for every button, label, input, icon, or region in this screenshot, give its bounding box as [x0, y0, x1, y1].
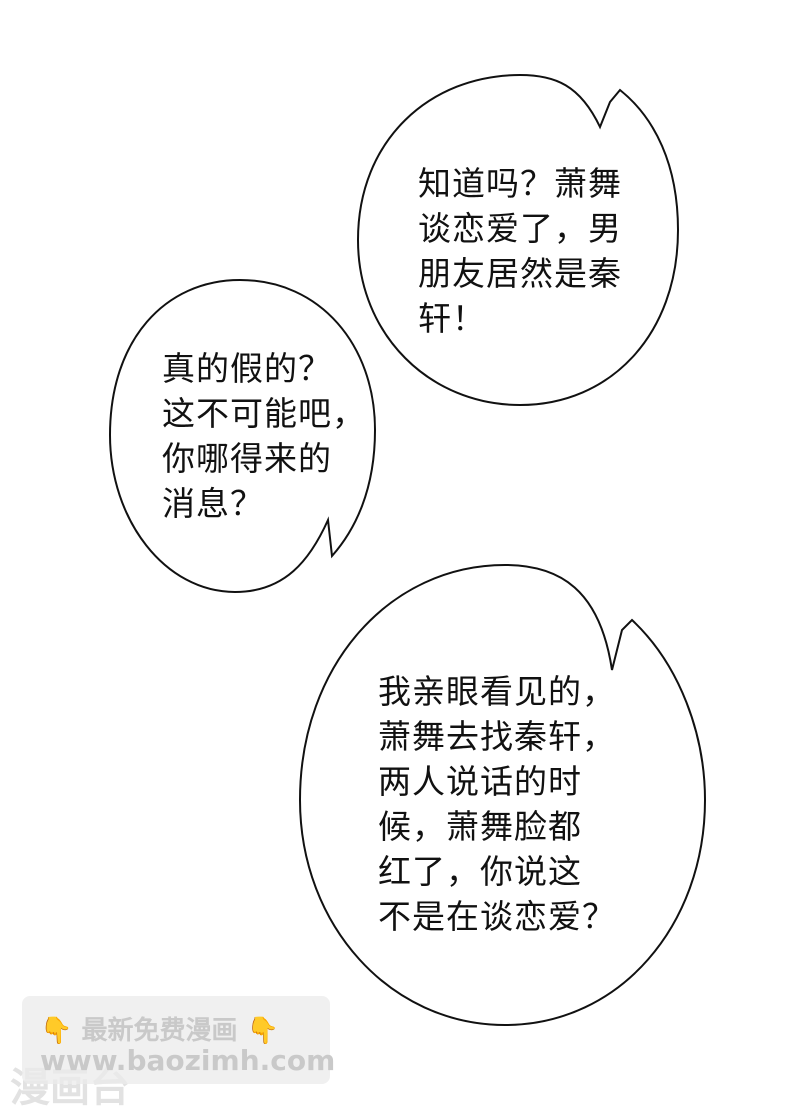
- bubble-3-line: 红了，你说这: [378, 852, 582, 891]
- bubble-1-text: 知道吗？萧舞 谈恋爱了，男 朋友居然是秦 轩！: [418, 161, 622, 341]
- bubble-3-line: 候，萧舞脸都: [378, 807, 582, 846]
- bubble-1-line: 知道吗？萧舞: [418, 164, 622, 203]
- bubble-3-line: 萧舞去找秦轩，: [378, 717, 616, 756]
- bubble-2-line: 这不可能吧，: [162, 394, 366, 433]
- watermark-url: www.baozimh.com: [40, 1044, 336, 1077]
- bubble-2-line: 消息？: [162, 484, 264, 523]
- watermark-promo: 👇 最新免费漫画 👇: [40, 1010, 279, 1047]
- bubble-3-text: 我亲眼看见的， 萧舞去找秦轩， 两人说话的时 候，萧舞脸都 红了，你说这 不是在…: [378, 669, 616, 939]
- bubble-1-line: 朋友居然是秦: [418, 254, 622, 293]
- watermark-badge: 👇 最新免费漫画 👇 www.baozimh.com: [22, 996, 335, 1084]
- watermark-promo-text: 最新免费漫画: [81, 1016, 238, 1046]
- bubble-2-line: 真的假的？: [162, 349, 332, 388]
- pointing-down-hand-icon: 👇: [246, 1016, 279, 1046]
- pointing-down-hand-icon: 👇: [40, 1016, 73, 1046]
- speech-bubble-2: [108, 278, 377, 594]
- bubble-3-line: 两人说话的时: [378, 762, 582, 801]
- bubble-3-line: 我亲眼看见的，: [378, 672, 616, 711]
- bubble-1-line: 轩！: [418, 299, 486, 338]
- bubble-2-line: 你哪得来的: [162, 439, 332, 478]
- bubble-1-line: 谈恋爱了，男: [418, 209, 622, 248]
- speech-bubble-1: [356, 73, 680, 407]
- bubble-3-line: 不是在谈恋爱？: [378, 897, 616, 936]
- speech-bubble-3: [298, 563, 707, 1027]
- bubble-2-text: 真的假的？ 这不可能吧， 你哪得来的 消息？: [162, 346, 366, 526]
